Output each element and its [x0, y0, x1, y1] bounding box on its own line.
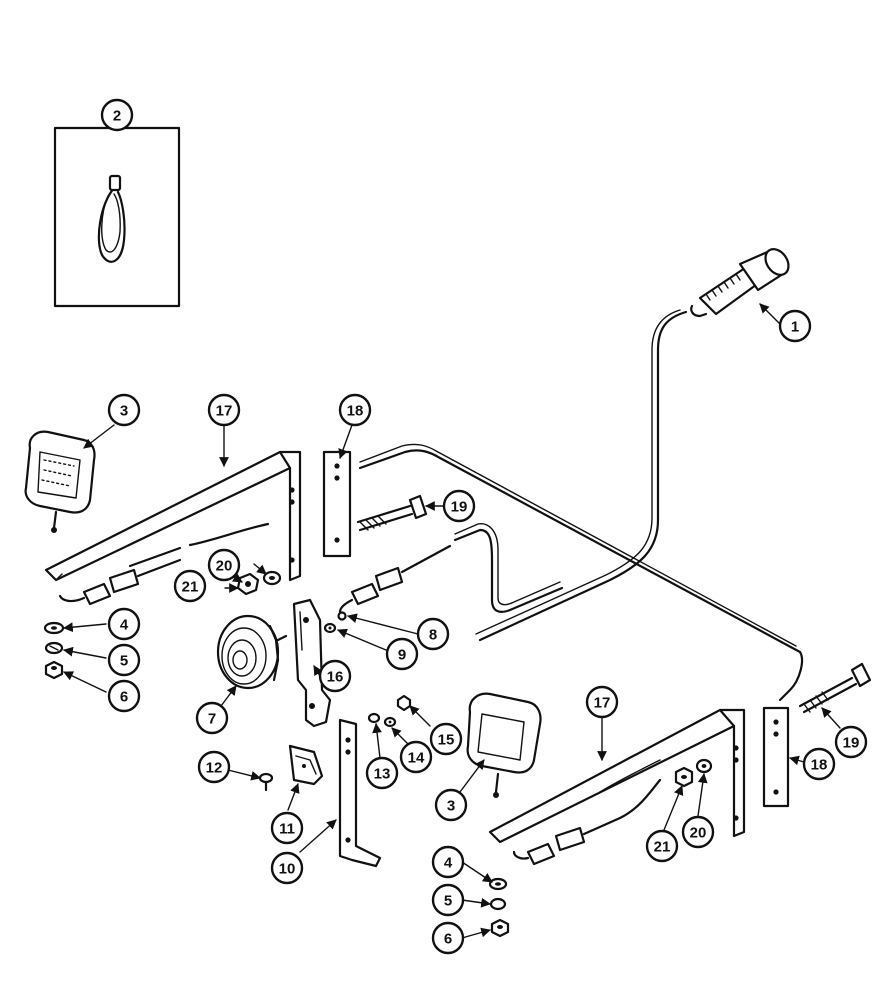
- wiring-harness: [128, 309, 804, 702]
- small-screw: [258, 772, 274, 792]
- svg-text:16: 16: [327, 669, 344, 686]
- svg-text:3: 3: [447, 798, 455, 815]
- callout-7: 7: [195, 701, 229, 735]
- callout-9: 9: [385, 637, 419, 671]
- svg-text:20: 20: [690, 825, 707, 842]
- svg-text:11: 11: [279, 821, 295, 838]
- trailer-plug: [690, 248, 790, 318]
- svg-text:8: 8: [429, 627, 437, 644]
- work-lamp-right: [466, 692, 542, 798]
- inset-frame: [53, 126, 181, 308]
- callout-8: 8: [416, 617, 450, 651]
- callout-18-upper: 18: [338, 393, 372, 427]
- callout-15: 15: [429, 722, 463, 756]
- callout-6-left: 6: [107, 679, 141, 713]
- mounting-bracket-right: [488, 708, 746, 844]
- screw-and-washer: [323, 611, 347, 634]
- connector-left: [58, 558, 182, 606]
- vertical-bracket: [338, 718, 382, 868]
- callout-3-lower: 3: [434, 788, 468, 822]
- hardware-13-14-15: [367, 694, 412, 728]
- svg-text:5: 5: [120, 653, 128, 670]
- svg-text:15: 15: [438, 732, 455, 749]
- svg-text:6: 6: [444, 931, 452, 948]
- svg-text:17: 17: [594, 695, 611, 712]
- svg-text:3: 3: [120, 403, 128, 420]
- spacer-plate-lower: [762, 706, 790, 808]
- round-lamp: [216, 614, 288, 690]
- work-lamp-left: [24, 430, 96, 533]
- svg-text:14: 14: [408, 750, 425, 767]
- callout-2: 2: [100, 98, 134, 132]
- svg-text:18: 18: [347, 403, 364, 420]
- svg-text:18: 18: [811, 757, 828, 774]
- callout-21-upper: 21: [173, 569, 207, 603]
- nut-and-washer-lower: [674, 758, 713, 788]
- callout-5-right: 5: [431, 883, 465, 917]
- svg-text:10: 10: [279, 861, 296, 878]
- svg-text:19: 19: [843, 735, 860, 752]
- svg-text:20: 20: [216, 558, 233, 575]
- callout-16: 16: [318, 659, 352, 693]
- mounting-bracket-left: [44, 450, 302, 582]
- hardware-stack-right: [488, 877, 510, 938]
- hardware-stack-left: [43, 621, 65, 680]
- svg-text:21: 21: [654, 839, 671, 856]
- callout-20-lower: 20: [681, 815, 715, 849]
- leader-lines: [63, 303, 841, 939]
- callout-13: 13: [365, 756, 399, 790]
- callout-21-lower: 21: [645, 829, 679, 863]
- connector-right: [512, 778, 662, 866]
- callout-14: 14: [399, 740, 433, 774]
- connector-middle: [338, 544, 452, 614]
- bolt-upper: [356, 494, 428, 532]
- lamp-mounting-plate: [292, 598, 332, 728]
- svg-text:1: 1: [791, 319, 799, 336]
- callout-20-upper: 20: [207, 548, 241, 582]
- spacer-plate-upper: [322, 450, 352, 558]
- mounting-clip: [288, 744, 324, 786]
- callout-3-upper: 3: [107, 393, 141, 427]
- callout-17-lower: 17: [585, 685, 619, 719]
- svg-text:5: 5: [444, 893, 452, 910]
- callout-10: 10: [270, 851, 304, 885]
- callouts: 1 2 3 17 18 19 20 21 4 5 6 8 9 16 7 12 1…: [100, 98, 868, 955]
- nut-and-washer-upper: [236, 570, 282, 596]
- svg-text:17: 17: [216, 403, 233, 420]
- callout-5-left: 5: [107, 643, 141, 677]
- svg-text:2: 2: [113, 108, 121, 125]
- callout-1: 1: [778, 309, 812, 343]
- cable-strap-illustration: [97, 174, 126, 263]
- callout-11: 11: [270, 811, 304, 845]
- callout-12: 12: [197, 750, 231, 784]
- callout-4-left: 4: [107, 607, 141, 641]
- callout-19-lower: 19: [834, 725, 868, 759]
- svg-text:6: 6: [120, 689, 128, 706]
- callout-6-right: 6: [431, 921, 465, 955]
- svg-text:21: 21: [182, 579, 199, 596]
- svg-text:12: 12: [206, 760, 223, 777]
- callout-19-upper: 19: [442, 489, 476, 523]
- svg-text:19: 19: [451, 499, 468, 516]
- callout-17-upper: 17: [207, 393, 241, 427]
- bolt-lower: [798, 662, 872, 714]
- svg-text:4: 4: [120, 617, 129, 634]
- svg-text:4: 4: [444, 855, 453, 872]
- callout-18-lower: 18: [802, 747, 836, 781]
- svg-text:9: 9: [398, 647, 406, 664]
- svg-text:7: 7: [208, 711, 216, 728]
- callout-4-right: 4: [431, 845, 465, 879]
- svg-text:13: 13: [374, 766, 391, 783]
